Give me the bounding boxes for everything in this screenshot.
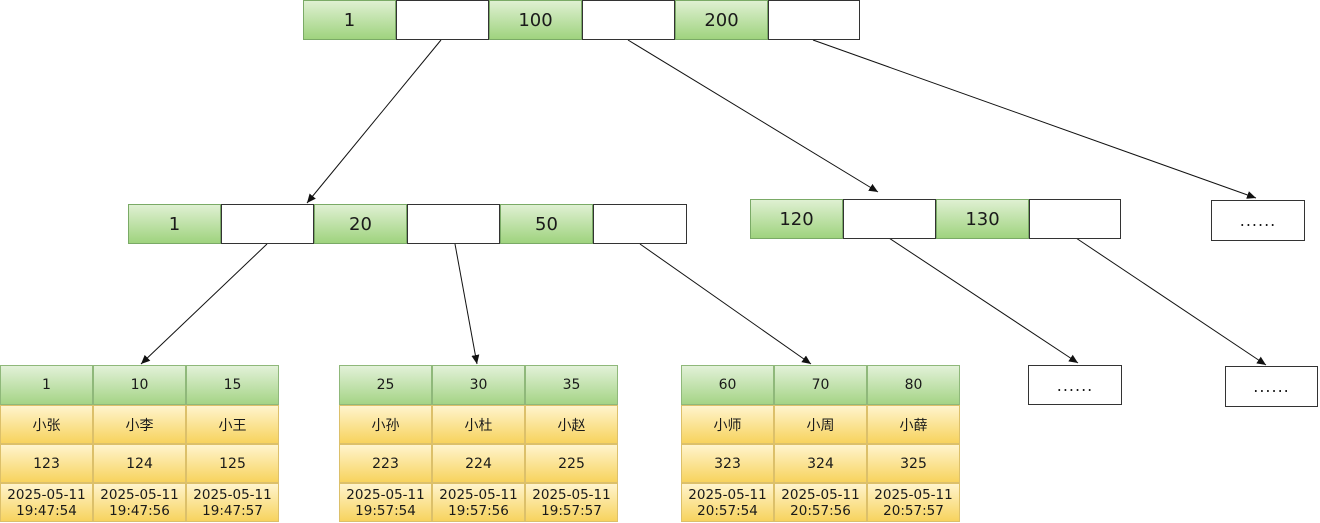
edge-root-to-middle bbox=[627, 39, 879, 193]
leaf-name: 小张 bbox=[0, 405, 93, 444]
internal-key: 1 bbox=[128, 204, 221, 244]
leaf-name: 小杜 bbox=[432, 405, 525, 444]
leaf-value: 223 bbox=[339, 444, 432, 483]
internal-pointer bbox=[1029, 199, 1121, 239]
internal-pointer bbox=[407, 204, 500, 244]
internal-key: 130 bbox=[936, 199, 1029, 239]
leaf-name: 小李 bbox=[93, 405, 186, 444]
placeholder-node: ...... bbox=[1028, 365, 1122, 405]
placeholder-node: ...... bbox=[1225, 366, 1318, 407]
leaf-id: 15 bbox=[186, 365, 279, 405]
leaf-name: 小周 bbox=[774, 405, 867, 444]
internal-key: 20 bbox=[314, 204, 407, 244]
leaf-timestamp: 2025-05-11 19:47:54 bbox=[0, 483, 93, 522]
leaf-value: 325 bbox=[867, 444, 960, 483]
internal-pointer bbox=[593, 204, 687, 244]
internal-pointer bbox=[843, 199, 936, 239]
edge-root-to-right bbox=[812, 39, 1257, 199]
leaf-id: 80 bbox=[867, 365, 960, 405]
root-key: 100 bbox=[489, 0, 582, 40]
edge-left-to-leaf1 bbox=[140, 243, 268, 365]
edge-left-to-leaf3 bbox=[639, 243, 812, 365]
leaf-timestamp: 2025-05-11 19:47:56 bbox=[93, 483, 186, 522]
internal-pointer bbox=[221, 204, 314, 244]
leaf-value: 324 bbox=[774, 444, 867, 483]
leaf-id: 60 bbox=[681, 365, 774, 405]
leaf-value: 124 bbox=[93, 444, 186, 483]
leaf-value: 123 bbox=[0, 444, 93, 483]
internal-key: 50 bbox=[500, 204, 593, 244]
leaf-value: 224 bbox=[432, 444, 525, 483]
leaf-id: 10 bbox=[93, 365, 186, 405]
internal-key: 120 bbox=[750, 199, 843, 239]
leaf-value: 125 bbox=[186, 444, 279, 483]
leaf-id: 1 bbox=[0, 365, 93, 405]
leaf-value: 323 bbox=[681, 444, 774, 483]
leaf-name: 小赵 bbox=[525, 405, 618, 444]
leaf-name: 小孙 bbox=[339, 405, 432, 444]
edge-left-to-leaf2 bbox=[454, 243, 480, 365]
root-pointer bbox=[396, 0, 489, 40]
leaf-timestamp: 2025-05-11 20:57:56 bbox=[774, 483, 867, 522]
leaf-id: 25 bbox=[339, 365, 432, 405]
edge-middle-to-placeholder2 bbox=[1075, 237, 1267, 366]
root-pointer bbox=[768, 0, 860, 40]
leaf-id: 30 bbox=[432, 365, 525, 405]
leaf-timestamp: 2025-05-11 19:57:56 bbox=[432, 483, 525, 522]
leaf-timestamp: 2025-05-11 20:57:57 bbox=[867, 483, 960, 522]
leaf-timestamp: 2025-05-11 19:57:54 bbox=[339, 483, 432, 522]
leaf-value: 225 bbox=[525, 444, 618, 483]
leaf-name: 小薛 bbox=[867, 405, 960, 444]
root-pointer bbox=[582, 0, 675, 40]
leaf-id: 35 bbox=[525, 365, 618, 405]
leaf-timestamp: 2025-05-11 19:47:57 bbox=[186, 483, 279, 522]
edge-middle-to-placeholder1 bbox=[888, 237, 1079, 364]
root-key: 1 bbox=[303, 0, 396, 40]
root-key: 200 bbox=[675, 0, 768, 40]
edge-root-to-left bbox=[306, 39, 442, 204]
leaf-id: 70 bbox=[774, 365, 867, 405]
leaf-name: 小王 bbox=[186, 405, 279, 444]
leaf-name: 小师 bbox=[681, 405, 774, 444]
leaf-timestamp: 2025-05-11 20:57:54 bbox=[681, 483, 774, 522]
placeholder-node: ...... bbox=[1211, 200, 1305, 241]
leaf-timestamp: 2025-05-11 19:57:57 bbox=[525, 483, 618, 522]
